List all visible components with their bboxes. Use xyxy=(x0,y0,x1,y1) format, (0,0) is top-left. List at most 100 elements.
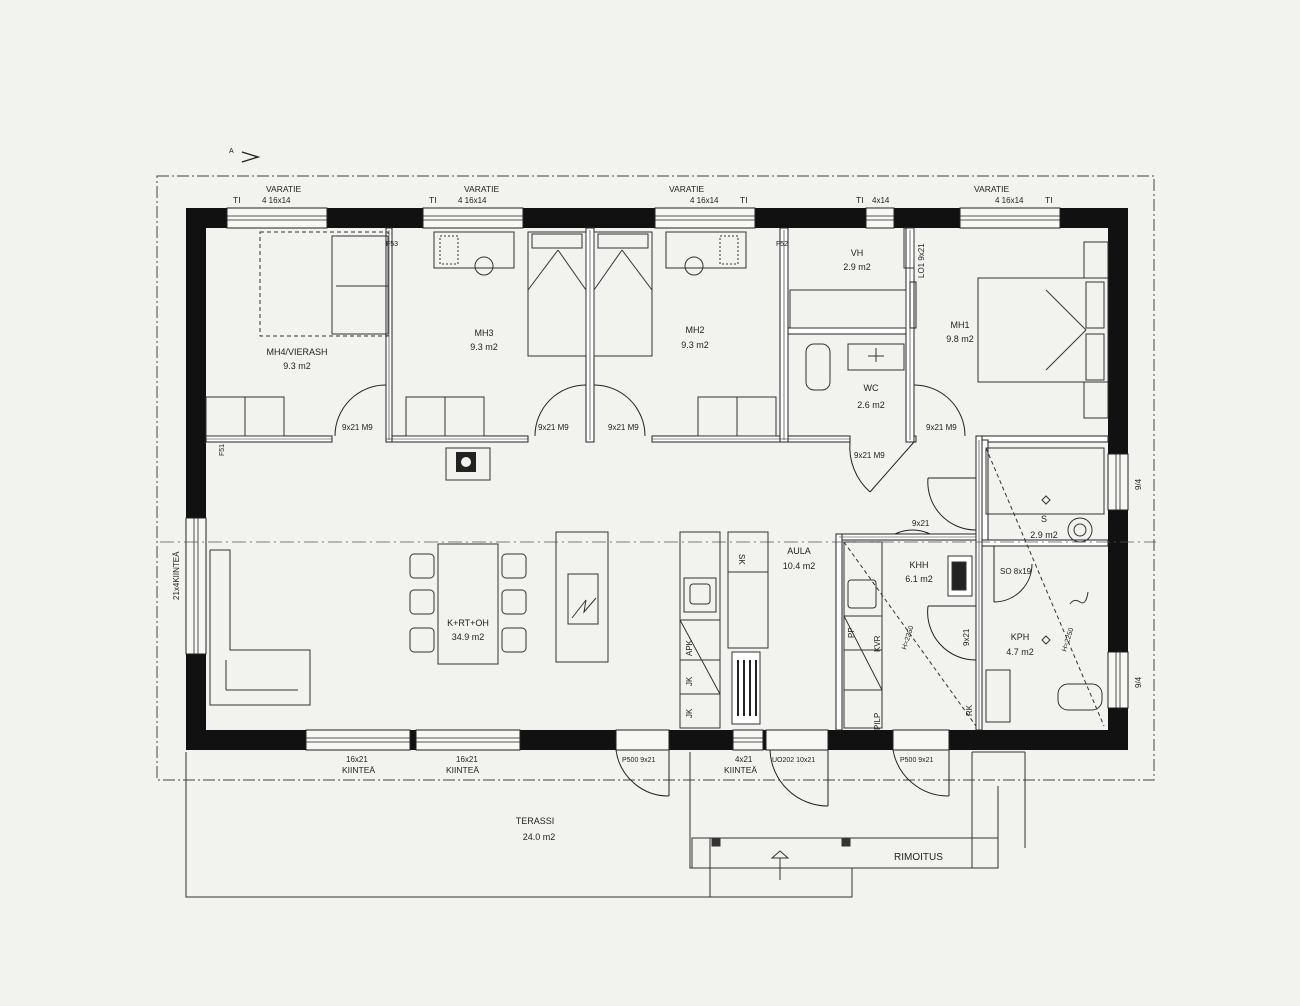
svg-text:4 16x14: 4 16x14 xyxy=(995,196,1024,205)
wc-fixtures xyxy=(805,343,905,391)
room-mh2-name: MH2 xyxy=(685,325,704,335)
svg-text:9x21 M9: 9x21 M9 xyxy=(538,423,569,432)
sauna-bath xyxy=(985,447,1105,727)
svg-text:TI: TI xyxy=(233,195,241,205)
vh-furniture xyxy=(789,227,915,329)
roof-outline xyxy=(156,175,1155,781)
terrace-outline xyxy=(185,751,1026,898)
wall-hatch xyxy=(206,230,980,730)
room-mh4-name: MH4/VIERASH xyxy=(266,347,327,357)
room-terassi-name: TERASSI xyxy=(516,816,555,826)
svg-text:P500 9x21: P500 9x21 xyxy=(622,757,656,764)
svg-text:9/4: 9/4 xyxy=(1134,478,1143,490)
svg-text:KIINTEÄ: KIINTEÄ xyxy=(446,765,479,775)
svg-text:VARATIE: VARATIE xyxy=(974,184,1009,194)
svg-text:SO 8x19: SO 8x19 xyxy=(1000,567,1032,576)
room-kph-name: KPH xyxy=(1011,632,1030,642)
room-aula-area: 10.4 m2 xyxy=(783,561,816,571)
mh4-furniture xyxy=(205,231,389,437)
room-labels: MH4/VIERASH 9.3 m2 MH3 9.3 m2 MH2 9.3 m2… xyxy=(266,248,1057,842)
svg-text:4 16x14: 4 16x14 xyxy=(690,196,719,205)
svg-text:JK: JK xyxy=(685,708,694,718)
mh3-furniture xyxy=(405,231,587,437)
svg-text:TI: TI xyxy=(856,195,864,205)
top-windows xyxy=(226,207,1061,229)
room-terassi-area: 24.0 m2 xyxy=(523,832,556,842)
svg-text:9x21 M9: 9x21 M9 xyxy=(342,423,373,432)
room-s-name: S xyxy=(1041,514,1047,524)
mh1-furniture xyxy=(977,241,1109,419)
svg-text:F53: F53 xyxy=(386,241,398,248)
svg-text:4 16x14: 4 16x14 xyxy=(262,196,291,205)
svg-text:F52: F52 xyxy=(776,241,788,248)
svg-text:UO202 10x21: UO202 10x21 xyxy=(772,757,815,764)
living-furniture xyxy=(209,531,609,706)
fireplace xyxy=(445,447,491,481)
room-mh1-area: 9.8 m2 xyxy=(946,334,974,344)
svg-text:9x21: 9x21 xyxy=(962,628,971,646)
svg-text:KVR: KVR xyxy=(873,635,882,652)
svg-text:PP: PP xyxy=(847,627,856,638)
svg-text:TI: TI xyxy=(740,195,748,205)
khh-fixtures xyxy=(843,541,977,729)
room-krtoh-area: 34.9 m2 xyxy=(452,632,485,642)
doors xyxy=(334,281,1033,807)
svg-text:TI: TI xyxy=(1045,195,1053,205)
svg-text:APK: APK xyxy=(685,639,694,656)
svg-text:JK: JK xyxy=(685,676,694,686)
door-labels: 9x21 M9 9x21 M9 9x21 M9 9x21 M9 9x21 M9 … xyxy=(342,243,1032,764)
light-symbols xyxy=(1041,495,1051,645)
room-mh3-name: MH3 xyxy=(474,328,493,338)
svg-text:VARATIE: VARATIE xyxy=(464,184,499,194)
svg-text:9x21 M9: 9x21 M9 xyxy=(608,423,639,432)
room-vh-area: 2.9 m2 xyxy=(843,262,871,272)
room-wc-area: 2.6 m2 xyxy=(857,400,885,410)
svg-text:9x21 M9: 9x21 M9 xyxy=(854,451,885,460)
room-kph-area: 4.7 m2 xyxy=(1006,647,1034,657)
svg-text:VARATIE: VARATIE xyxy=(266,184,301,194)
svg-text:16x21: 16x21 xyxy=(346,755,368,764)
svg-text:LO1 9x21: LO1 9x21 xyxy=(917,243,926,278)
right-windows: 9/4 9/4 xyxy=(1107,453,1143,709)
svg-text:16x21: 16x21 xyxy=(456,755,478,764)
mh2-furniture xyxy=(593,231,777,437)
room-mh2-area: 9.3 m2 xyxy=(681,340,709,350)
svg-text:21x4KIINTEÄ: 21x4KIINTEÄ xyxy=(172,551,181,600)
svg-text:4x14: 4x14 xyxy=(872,196,890,205)
svg-text:KIINTEÄ: KIINTEÄ xyxy=(724,765,757,775)
kitchen xyxy=(679,531,769,729)
svg-text:9x21: 9x21 xyxy=(912,519,930,528)
svg-text:4 16x14: 4 16x14 xyxy=(458,196,487,205)
bottom-window-labels: 16x21 KIINTEÄ 16x21 KIINTEÄ 4x21 KIINTEÄ xyxy=(342,755,757,775)
svg-text:SK: SK xyxy=(737,554,746,565)
room-s-area: 2.9 m2 xyxy=(1030,530,1058,540)
svg-text:PILP: PILP xyxy=(873,713,882,730)
svg-text:TI: TI xyxy=(429,195,437,205)
svg-text:VARATIE: VARATIE xyxy=(669,184,704,194)
closet-tags: F53 F52 F51 xyxy=(219,241,788,456)
room-aula-name: AULA xyxy=(787,546,811,556)
room-mh3-area: 9.3 m2 xyxy=(470,342,498,352)
svg-text:KIINTEÄ: KIINTEÄ xyxy=(342,765,375,775)
bottom-windows xyxy=(305,729,950,751)
room-mh4-area: 9.3 m2 xyxy=(283,361,311,371)
svg-text:4x21: 4x21 xyxy=(735,755,753,764)
svg-text:9x21 M9: 9x21 M9 xyxy=(926,423,957,432)
section-marker: A xyxy=(229,148,261,163)
room-wc-name: WC xyxy=(864,383,879,393)
room-mh1-name: MH1 xyxy=(950,320,969,330)
left-window: 21x4KIINTEÄ xyxy=(172,517,207,655)
room-khh-name: KHH xyxy=(909,560,928,570)
top-window-labels: VARATIE 4 16x14 TI VARATIE 4 16x14 TI VA… xyxy=(233,184,1053,205)
room-khh-area: 6.1 m2 xyxy=(905,574,933,584)
svg-text:RK: RK xyxy=(965,704,974,716)
svg-text:F51: F51 xyxy=(219,444,226,456)
svg-text:9/4: 9/4 xyxy=(1134,676,1143,688)
svg-text:P500 9x21: P500 9x21 xyxy=(900,757,934,764)
svg-text:A: A xyxy=(229,148,234,155)
room-krtoh-name: K+RT+OH xyxy=(447,618,489,628)
room-vh-name: VH xyxy=(851,248,864,258)
